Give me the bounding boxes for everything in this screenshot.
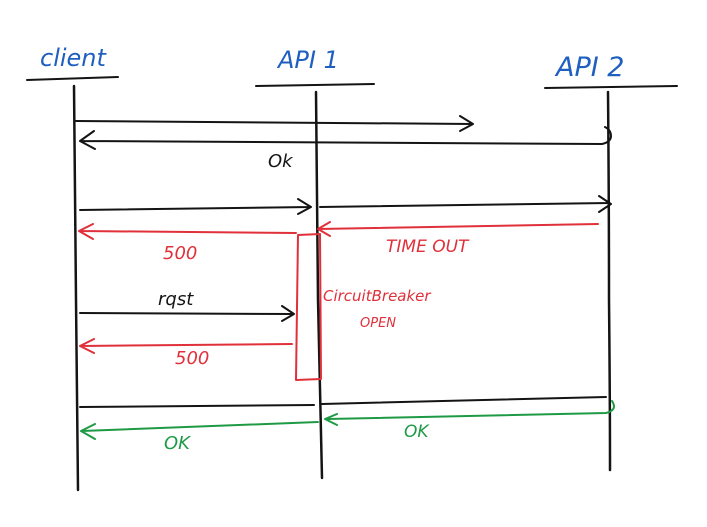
label-circuit-open: OPEN (360, 316, 396, 331)
arrow-api2-to-client-ok (79, 126, 612, 150)
arrow-api2-timeout (317, 221, 599, 237)
arrow-api1-to-client-error-open (79, 338, 293, 354)
label-ok-client-green: OK (164, 433, 191, 454)
lifeline-api2 (606, 90, 612, 472)
label-circuit-breaker: CircuitBreaker (323, 287, 431, 305)
participant-client-label: client (40, 44, 108, 72)
arrow-api1-to-client-ok-green (80, 421, 319, 440)
participant-api1-label: API 1 (276, 46, 339, 74)
line-client-to-api1-recovery (79, 404, 315, 408)
arrow-client-to-api2 (75, 115, 474, 132)
label-ok-response: Ok (268, 151, 294, 172)
circuit-breaker-activation-box (295, 233, 322, 381)
lifeline-client (72, 84, 80, 492)
arrow-client-to-api1-request (79, 305, 295, 322)
arrow-api2-to-api1-ok (324, 400, 615, 426)
participant-api2-label: API 2 (554, 52, 624, 83)
participant-api1-underline (255, 83, 375, 87)
label-request: rqst (158, 289, 194, 310)
participant-client-underline (26, 76, 119, 81)
label-ok-api2-green: OK (404, 422, 430, 442)
lifeline-api1 (314, 90, 324, 480)
line-api1-to-api2-recovery (321, 396, 607, 405)
arrow-client-to-api1 (79, 198, 312, 215)
label-error-500-first: 500 (163, 243, 197, 264)
label-error-500-second: 500 (175, 348, 209, 369)
label-timeout: TIME OUT (386, 237, 470, 257)
arrow-api1-to-api2 (319, 195, 612, 213)
participant-api2-underline (544, 85, 678, 89)
arrow-api1-to-client-error (78, 223, 297, 240)
